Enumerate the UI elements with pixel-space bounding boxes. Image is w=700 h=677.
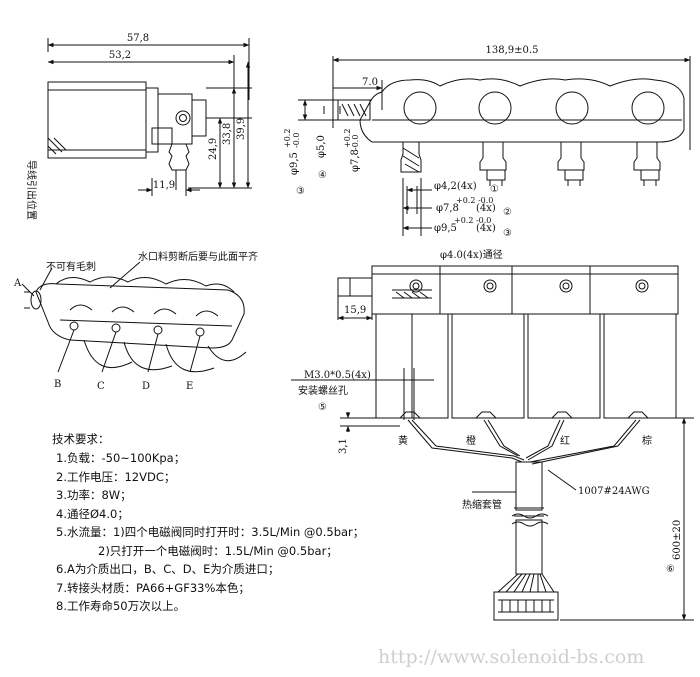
front-view bbox=[298, 56, 691, 236]
requirement-6: 6.A为介质出口，B、C、D、E为介质进口； bbox=[56, 562, 279, 576]
wire-color-red: 红 bbox=[560, 434, 570, 447]
dim-outlet-hole: φ4,2(4x) bbox=[434, 181, 477, 192]
technical-requirements: 技术要求： 1.负载：-50~100Kpa； 2.工作电压：12VDC； 3.功… bbox=[52, 432, 364, 613]
requirement-3: 3.功率：8W； bbox=[56, 488, 132, 502]
callout-4: ④ bbox=[318, 170, 327, 181]
port-a-label: A bbox=[13, 278, 22, 289]
watermark: http://www.solenoid-bs.com bbox=[378, 646, 644, 668]
dim-height-3: 39,9 bbox=[236, 118, 247, 140]
wire-color-yellow: 黄 bbox=[398, 434, 408, 447]
side-view bbox=[47, 38, 252, 196]
dim-outlet-outer: φ9,5 bbox=[434, 223, 457, 234]
dim-overall-width: 57,8 bbox=[127, 33, 149, 44]
dim-offset: 7.0 bbox=[362, 77, 378, 88]
dim-lead-length: 600±20 bbox=[672, 520, 683, 560]
dim-outlet-barb-count: (4x) bbox=[476, 203, 496, 214]
port-b-label: B bbox=[54, 379, 61, 390]
requirement-4: 4.通径Ø4.0； bbox=[56, 507, 129, 521]
dim-through-hole: φ4.0(4x)通径 bbox=[440, 248, 503, 261]
dim-outlet-outer-count: (4x) bbox=[476, 223, 496, 234]
wire-color-orange: 橙 bbox=[466, 434, 476, 447]
dim-inlet-tol-lower: -0.0 bbox=[292, 133, 301, 148]
assembly-view bbox=[291, 265, 694, 621]
requirement-5: 5.水流量：1)四个电磁阀同时打开时：3.5L/Min @0.5bar； bbox=[56, 525, 364, 539]
dim-inlet-length: 15,9 bbox=[344, 305, 366, 316]
dim-outlet-outer-tol: +0.2 -0.0 bbox=[454, 216, 491, 225]
callout-5: ⑤ bbox=[318, 402, 327, 413]
requirement-7: 7.转接头材质：PA66+GF33%本色； bbox=[56, 581, 250, 595]
requirement-2: 2.工作电压：12VDC； bbox=[56, 470, 175, 484]
dim-total-length: 138,9±0.5 bbox=[486, 45, 539, 56]
sleeve-label: 热缩套管 bbox=[462, 498, 502, 511]
requirement-1: 1.负载：-50~100Kpa； bbox=[56, 451, 185, 465]
port-d-label: D bbox=[142, 381, 150, 392]
dim-port-dia: φ5,0 bbox=[316, 135, 327, 158]
dim-port-width: 11,9 bbox=[153, 180, 175, 191]
dim-screw: M3.0*0.5(4x) bbox=[304, 370, 371, 381]
callout-3: ③ bbox=[503, 228, 512, 239]
wire-color-brown: 棕 bbox=[642, 434, 652, 447]
dim-barb-tol-lower: -0.0 bbox=[351, 135, 360, 150]
dim-height-1: 24,9 bbox=[208, 138, 219, 160]
port-e-label: E bbox=[186, 381, 193, 392]
dim-lead-offset: 3,1 bbox=[338, 438, 349, 454]
callout-6: ⑥ bbox=[666, 564, 675, 575]
label-screw-hole: 安装螺丝孔 bbox=[298, 384, 348, 397]
iso-view bbox=[21, 261, 247, 373]
requirement-8: 8.工作寿命50万次以上。 bbox=[56, 599, 185, 613]
dim-inlet-tol-upper: +0.2 bbox=[283, 129, 292, 148]
dim-outlet-barb-tol: +0.2 -0.0 bbox=[456, 196, 493, 205]
dim-outlet-barb: φ7,8 bbox=[436, 203, 459, 214]
requirements-title: 技术要求： bbox=[52, 432, 110, 446]
callout-3-left: ③ bbox=[296, 186, 305, 197]
label-no-burr: 不可有毛刺 bbox=[46, 260, 96, 273]
dim-inlet-dia: φ9,5 bbox=[289, 152, 300, 175]
callout-2: ② bbox=[503, 207, 512, 218]
lead-exit-label: 导线引出位置 bbox=[25, 160, 38, 220]
port-c-label: C bbox=[97, 381, 105, 392]
dim-barb-tol-upper: +0.2 bbox=[343, 129, 352, 148]
dim-body-width: 53,2 bbox=[109, 50, 131, 61]
dim-barb-dia: φ7,8 bbox=[350, 149, 361, 172]
label-gate: 水口料剪断后要与此面平齐 bbox=[138, 250, 258, 263]
dim-height-2: 33,8 bbox=[222, 123, 233, 145]
callout-1: ① bbox=[490, 184, 499, 195]
requirement-5b: 2)只打开一个电磁阀时：1.5L/Min @0.5bar； bbox=[98, 544, 338, 558]
wire-spec: 1007#24AWG bbox=[578, 486, 650, 497]
